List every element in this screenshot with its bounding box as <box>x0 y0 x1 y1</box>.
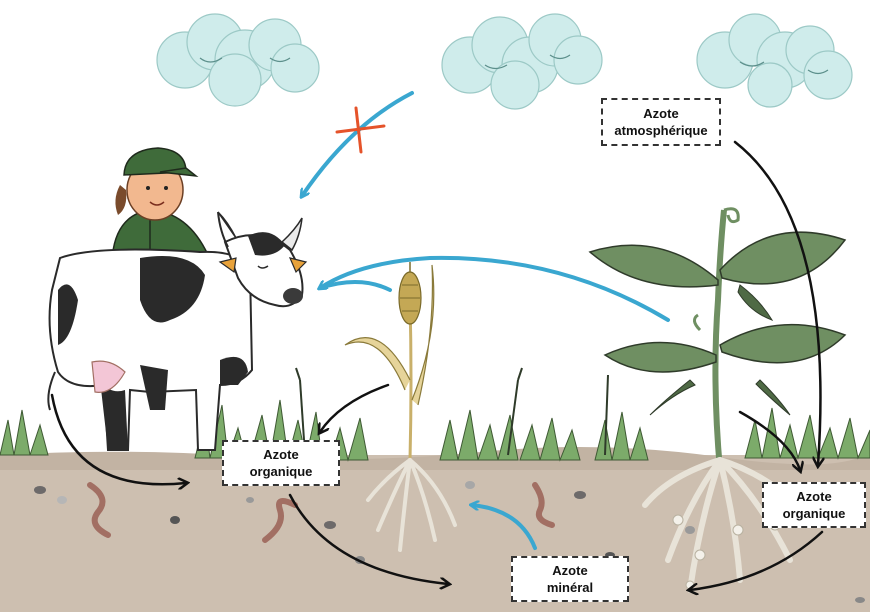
label-atmospheric-nitrogen: Azote atmosphérique <box>601 98 721 146</box>
label-organic-nitrogen-left: Azote organique <box>222 440 340 486</box>
label-mineral-nitrogen: Azote minéral <box>511 556 629 602</box>
label-atmospheric-line1: Azote <box>643 105 678 122</box>
cloud-right <box>697 14 852 107</box>
cloud-left <box>157 14 319 106</box>
label-organic-right-line1: Azote <box>796 488 831 505</box>
label-mineral-line1: Azote <box>552 562 587 579</box>
label-organic-right-line2: organique <box>783 505 846 522</box>
cloud-middle <box>442 14 602 109</box>
arrow-wheat-to-soil <box>320 385 388 432</box>
grass <box>0 400 870 460</box>
label-atmospheric-line2: atmosphérique <box>614 122 707 139</box>
label-organic-nitrogen-right: Azote organique <box>762 482 866 528</box>
label-mineral-line2: minéral <box>547 579 593 596</box>
arrow-wheat-to-cow <box>320 282 390 290</box>
label-organic-left-line1: Azote <box>263 446 298 463</box>
label-organic-left-line2: organique <box>250 463 313 480</box>
